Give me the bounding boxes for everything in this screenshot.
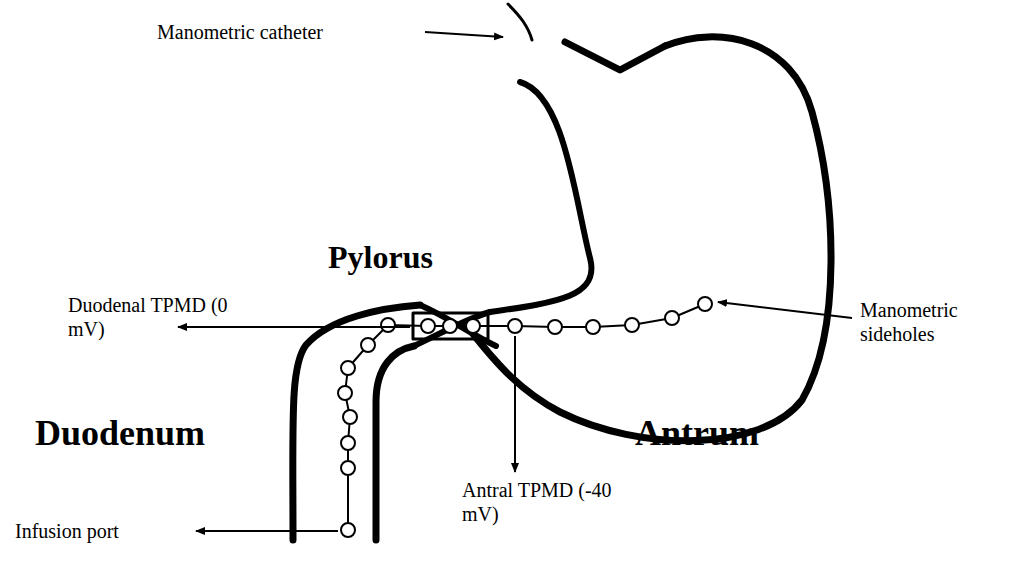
part-label: Manometric catheter xyxy=(157,20,323,44)
pylorus-wall xyxy=(414,312,490,346)
greater-curvature xyxy=(470,37,831,441)
region-label: Antrum xyxy=(635,412,759,454)
sleeve-sensor xyxy=(413,313,488,339)
leader-arrow xyxy=(514,336,516,472)
leader-arrow xyxy=(718,302,852,318)
leader-arrow xyxy=(178,326,410,328)
part-label: Antral TPMD (-40 mV) xyxy=(462,478,612,526)
leader-arrow xyxy=(196,530,338,532)
region-label: Duodenum xyxy=(35,412,205,454)
duodenum-wall xyxy=(376,346,414,540)
part-label: Manometric sideholes xyxy=(860,298,1000,346)
part-label: Duodenal TPMD (0 mV) xyxy=(68,293,243,341)
leader-arrow xyxy=(425,32,503,37)
region-label: Pylorus xyxy=(328,238,433,276)
stomach-wall xyxy=(565,42,665,70)
lesser-curvature xyxy=(490,82,592,312)
catheter-line xyxy=(508,4,532,40)
part-label: Infusion port xyxy=(15,519,119,543)
duodenum-wall xyxy=(293,305,420,540)
